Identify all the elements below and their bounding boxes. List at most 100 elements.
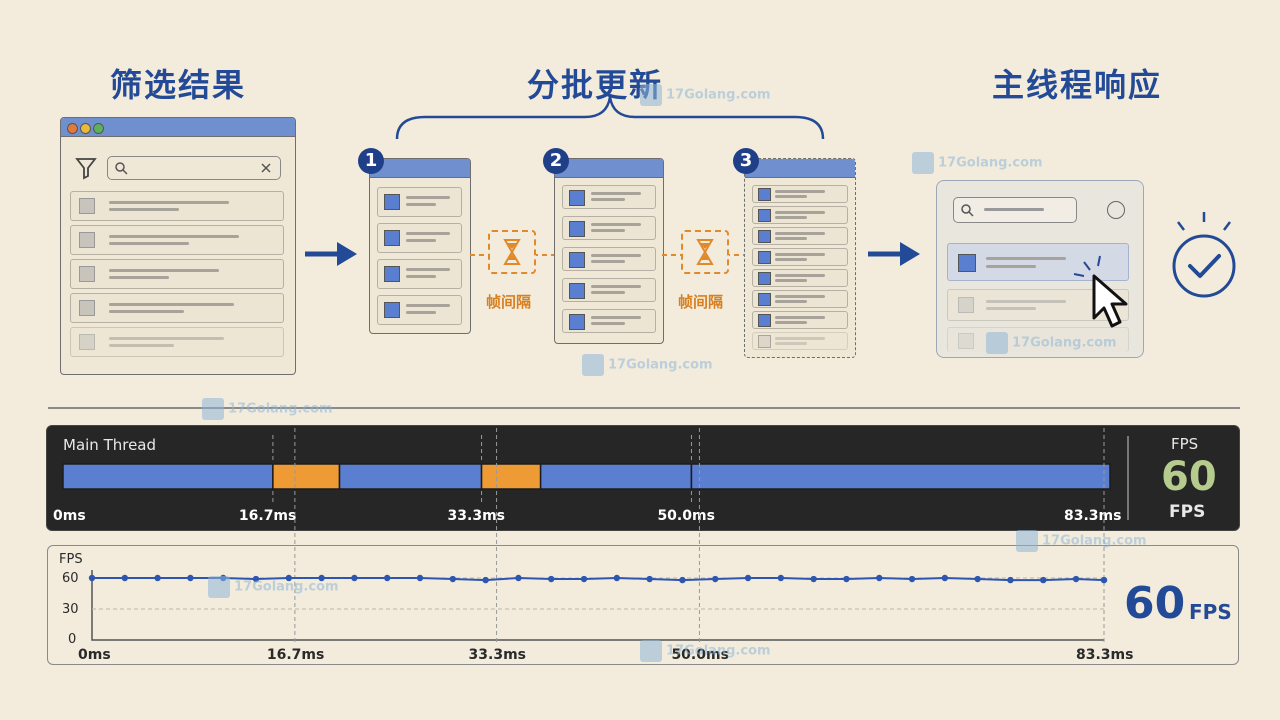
list-item[interactable] [562,278,656,302]
list-item[interactable] [752,332,848,350]
watermark-logo: 17Golang.com [640,84,771,106]
list-item[interactable] [377,259,462,289]
heading-filter-results: 筛选结果 [110,66,247,104]
frame-gap-label-2: 帧间隔 [678,293,724,311]
fps-data-point [154,574,161,582]
list-item[interactable] [752,185,848,203]
list-item[interactable] [562,216,656,240]
fps-value: 60 [1161,454,1217,500]
fps-data-point [449,575,457,583]
list-item[interactable] [752,227,848,245]
arrow-right-icon [868,242,920,266]
list-item[interactable] [377,295,462,325]
hourglass-icon [681,230,729,274]
list-item[interactable] [752,269,848,287]
search-input[interactable] [107,156,281,180]
list-item[interactable] [752,206,848,224]
watermark-logo: 17Golang.com [202,398,333,420]
list-item[interactable] [562,309,656,333]
list-item[interactable] [377,187,462,217]
fps-x-tick-label: 33.3ms [468,647,527,663]
fps-data-point [252,575,260,583]
fps-data-point [744,574,752,582]
fps-data-point [1040,576,1047,584]
filter-results-window [60,117,296,375]
fps-data-point [646,575,653,583]
fps-data-point [876,574,883,582]
watermark-logo: 17Golang.com [986,332,1117,354]
list-item[interactable] [70,259,284,289]
filter-icon[interactable] [75,156,97,180]
fps-data-point [941,574,949,582]
heading-batch-update: 分批更新 [527,66,664,104]
window-titlebar [61,118,295,137]
watermark-logo: 17Golang.com [640,640,771,662]
fps-data-point [515,574,522,582]
cursor-icon [1073,255,1128,328]
dashed-connector [662,254,744,256]
ytick-30: 30 [62,602,79,617]
hourglass-icon [488,230,536,274]
batch-panel-1 [369,158,471,334]
fps-chart-panel [47,545,1239,665]
list-item[interactable] [70,191,284,221]
fps-x-tick-label: 0ms [78,647,111,663]
fps-data-point [679,576,686,584]
list-item[interactable] [70,225,284,255]
fps-data-point [777,574,785,582]
batch-panel-3 [744,158,856,358]
search-icon [115,162,128,175]
fps-data-point [416,574,424,582]
fps-data-point [843,575,850,583]
list-item[interactable] [752,311,848,329]
fps-data-point [187,574,194,582]
frame-gap-label-1: 帧间隔 [486,293,532,311]
minimize-dot-icon [80,123,91,134]
timeline-segment-render [539,463,693,490]
dashed-connector [470,254,554,256]
fps-data-point [285,574,293,582]
list-item[interactable] [562,247,656,271]
fps-x-tick-label: 16.7ms [266,647,325,663]
list-item[interactable] [70,327,284,357]
list-item[interactable] [947,327,1129,352]
fps-data-point [613,574,621,582]
section-divider [48,407,1240,409]
fps-data-point [1100,576,1108,584]
brace-icon [395,96,825,140]
step-badge-2: 2 [543,148,569,174]
ytick-60: 60 [62,571,79,586]
clear-icon[interactable] [260,162,272,174]
main-thread-label: Main Thread [63,436,157,454]
fps-data-point [351,574,358,582]
step-badge-1: 1 [358,148,384,174]
list-item[interactable] [377,223,462,253]
fps-x-tick-label: 50.0ms [671,647,729,663]
fps-data-point [482,576,489,584]
fps-x-tick-label: 83.3ms [1076,647,1134,663]
timeline-tick-label: 83.3ms [1064,508,1122,524]
list-item[interactable] [752,248,848,266]
fps-series-line [92,576,1105,582]
timeline-chart [62,435,1111,505]
fps-data-point [580,575,588,583]
list-item[interactable] [562,185,656,209]
timeline-segment-batch [272,463,341,490]
list-item[interactable] [752,290,848,308]
fps-data-point [712,575,719,583]
fps-chart-axes [91,570,1104,641]
step-badge-3: 3 [733,148,759,174]
search-input[interactable] [953,197,1077,223]
status-circle-icon [1107,201,1125,219]
list-item[interactable] [70,293,284,323]
heading-main-thread-response: 主线程响应 [992,66,1163,104]
fps-data-point [974,575,981,583]
fps-data-point [548,575,555,583]
fps-big-unit: FPS [1189,600,1232,624]
timeline-tick-label: 0ms [53,508,86,524]
fps-data-point [121,574,129,582]
watermark-logo: 17Golang.com [208,576,339,598]
timeline-tick-label: 16.7ms [238,508,297,524]
fps-data-point [810,575,817,583]
